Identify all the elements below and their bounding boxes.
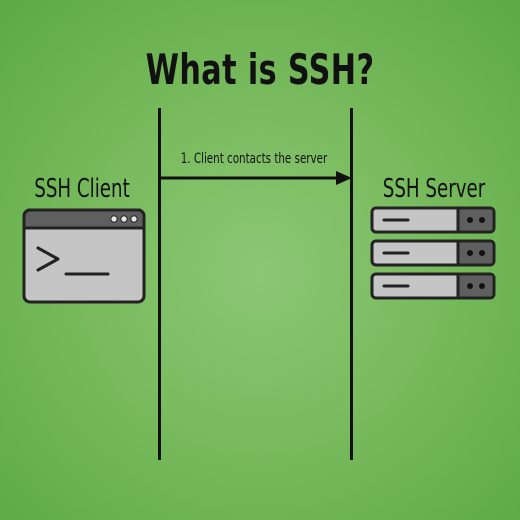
client-label: SSH Client xyxy=(34,174,130,204)
server-unit-2 xyxy=(370,239,496,267)
prompt-chevron-icon xyxy=(36,246,60,272)
server-rack-icon xyxy=(370,206,496,300)
server-unit-3 xyxy=(370,272,496,300)
window-dot-icon xyxy=(130,215,138,223)
diagram-title: What is SSH? xyxy=(145,45,375,94)
terminal-window-icon xyxy=(22,208,146,304)
message-arrow xyxy=(160,171,352,185)
server-lifeline xyxy=(350,108,353,460)
window-dot-icon xyxy=(120,215,128,223)
server-unit-1 xyxy=(370,206,496,234)
client-lifeline xyxy=(158,108,161,460)
server-label: SSH Server xyxy=(382,174,486,204)
message-label: 1. Client contacts the server xyxy=(180,151,328,167)
window-dot-icon xyxy=(110,215,118,223)
